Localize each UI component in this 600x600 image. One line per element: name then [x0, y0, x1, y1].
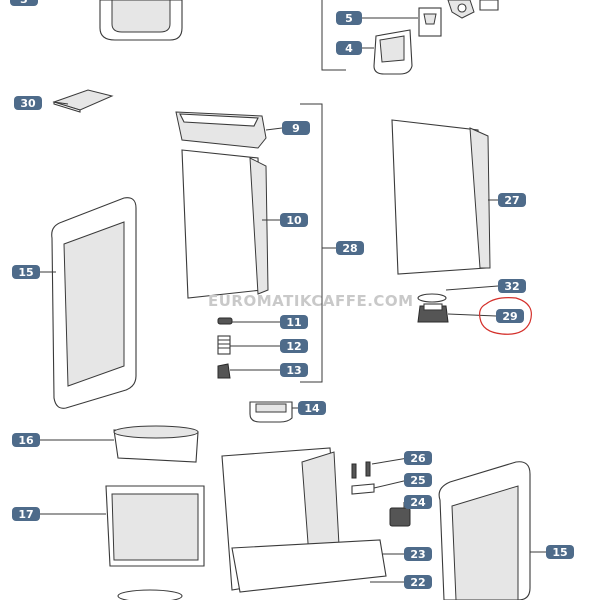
badge-24-bg — [404, 495, 432, 509]
badge-25-bg — [404, 473, 432, 487]
part-5-drawing — [418, 7, 442, 37]
badge-12-bg — [280, 339, 308, 353]
part-16-drawing — [113, 425, 199, 463]
part-15-left-drawing — [51, 197, 137, 409]
badge-29-bg — [496, 309, 524, 323]
badge-23-label: 23 — [410, 548, 425, 561]
badge-22[interactable]: 22 — [404, 575, 432, 589]
badge-30-label: 30 — [20, 97, 36, 110]
badge-15-right[interactable]: 15 — [546, 545, 574, 559]
badge-26-label: 26 — [410, 452, 426, 465]
badge-4-bg — [336, 41, 362, 55]
part-12-drawing — [217, 335, 231, 355]
badge-27-label: 27 — [504, 194, 519, 207]
part-24-drawing — [389, 507, 411, 527]
part-13-drawing — [217, 363, 231, 379]
part-29-drawing — [417, 303, 449, 323]
badge-15-right-bg — [546, 545, 574, 559]
badge-10-bg — [280, 213, 308, 227]
part-17-drawing — [105, 485, 205, 600]
badge-12[interactable]: 12 — [280, 339, 308, 353]
badge-23-bg — [404, 547, 432, 561]
part-10-drawing — [181, 149, 269, 299]
part-25-drawing — [351, 483, 375, 495]
badge-14-bg — [298, 401, 326, 415]
badge-28[interactable]: 28 — [336, 241, 364, 255]
badge-30-bg — [14, 96, 42, 110]
badge-25[interactable]: 25 — [404, 473, 432, 487]
badge-26[interactable]: 26 — [404, 451, 432, 465]
badge-10[interactable]: 10 — [280, 213, 308, 227]
badge-5[interactable]: 5 — [336, 11, 362, 25]
badge-11[interactable]: 11 — [280, 315, 308, 329]
badge-22-bg — [404, 575, 432, 589]
badge-16-label: 16 — [18, 434, 34, 447]
badge-15-left-label: 15 — [18, 266, 33, 279]
badge-3-label: 3 — [20, 0, 28, 6]
badge-17-label: 17 — [18, 508, 33, 521]
badge-15-right-label: 15 — [552, 546, 567, 559]
badge-17[interactable]: 17 — [12, 507, 40, 521]
part-4-drawing — [373, 29, 413, 75]
badge-32-label: 32 — [504, 280, 519, 293]
part-9-drawing — [175, 111, 267, 149]
badge-13-bg — [280, 363, 308, 377]
badge-9[interactable]: 9 — [282, 121, 310, 135]
badge-28-bg — [336, 241, 364, 255]
badge-29[interactable]: 29 — [496, 309, 524, 323]
part-26-drawing — [351, 461, 371, 479]
badge-13[interactable]: 13 — [280, 363, 308, 377]
leader-lines — [38, 0, 546, 583]
badge-23[interactable]: 23 — [404, 547, 432, 561]
badge-14-label: 14 — [304, 402, 320, 415]
part-23-drawing — [221, 447, 387, 593]
badge-27[interactable]: 27 — [498, 193, 526, 207]
badge-24[interactable]: 24 — [404, 495, 432, 509]
badge-11-label: 11 — [286, 316, 301, 329]
badge-12-label: 12 — [286, 340, 301, 353]
part-3-drawing — [99, 0, 183, 41]
badge-15-left[interactable]: 15 — [12, 265, 40, 279]
badge-24-label: 24 — [410, 496, 426, 509]
badge-17-bg — [12, 507, 40, 521]
badge-13-label: 13 — [286, 364, 301, 377]
badge-3-bg — [10, 0, 38, 6]
badge-29-label: 29 — [502, 310, 517, 323]
badge-26-bg — [404, 451, 432, 465]
part-11-drawing — [217, 317, 233, 325]
badge-28-label: 28 — [342, 242, 357, 255]
badge-30[interactable]: 30 — [14, 96, 42, 110]
part-27-drawing — [391, 119, 491, 275]
badge-16-bg — [12, 433, 40, 447]
badge-4-label: 4 — [345, 42, 353, 55]
badge-5-label: 5 — [345, 12, 353, 25]
badge-22-label: 22 — [410, 576, 425, 589]
badge-9-label: 9 — [292, 122, 300, 135]
part-32-drawing — [417, 293, 447, 303]
part-15-right-drawing — [438, 461, 531, 600]
top-right-parts-drawing — [447, 0, 499, 19]
badge-5-bg — [336, 11, 362, 25]
badge-9-bg — [282, 121, 310, 135]
badge-25-label: 25 — [410, 474, 425, 487]
badge-32-bg — [498, 279, 526, 293]
badge-11-bg — [280, 315, 308, 329]
badge-27-bg — [498, 193, 526, 207]
highlight-circle — [479, 297, 532, 335]
badge-4[interactable]: 4 — [336, 41, 362, 55]
part-14-drawing — [249, 401, 293, 423]
badge-14[interactable]: 14 — [298, 401, 326, 415]
watermark-text: EUROMATIKCAFFE.COM — [208, 292, 414, 310]
badge-16[interactable]: 16 — [12, 433, 40, 447]
badge-15-left-bg — [12, 265, 40, 279]
badge-32[interactable]: 32 — [498, 279, 526, 293]
part-30-drawing — [52, 89, 114, 113]
badge-10-label: 10 — [286, 214, 302, 227]
badge-3[interactable]: 3 — [10, 0, 38, 6]
